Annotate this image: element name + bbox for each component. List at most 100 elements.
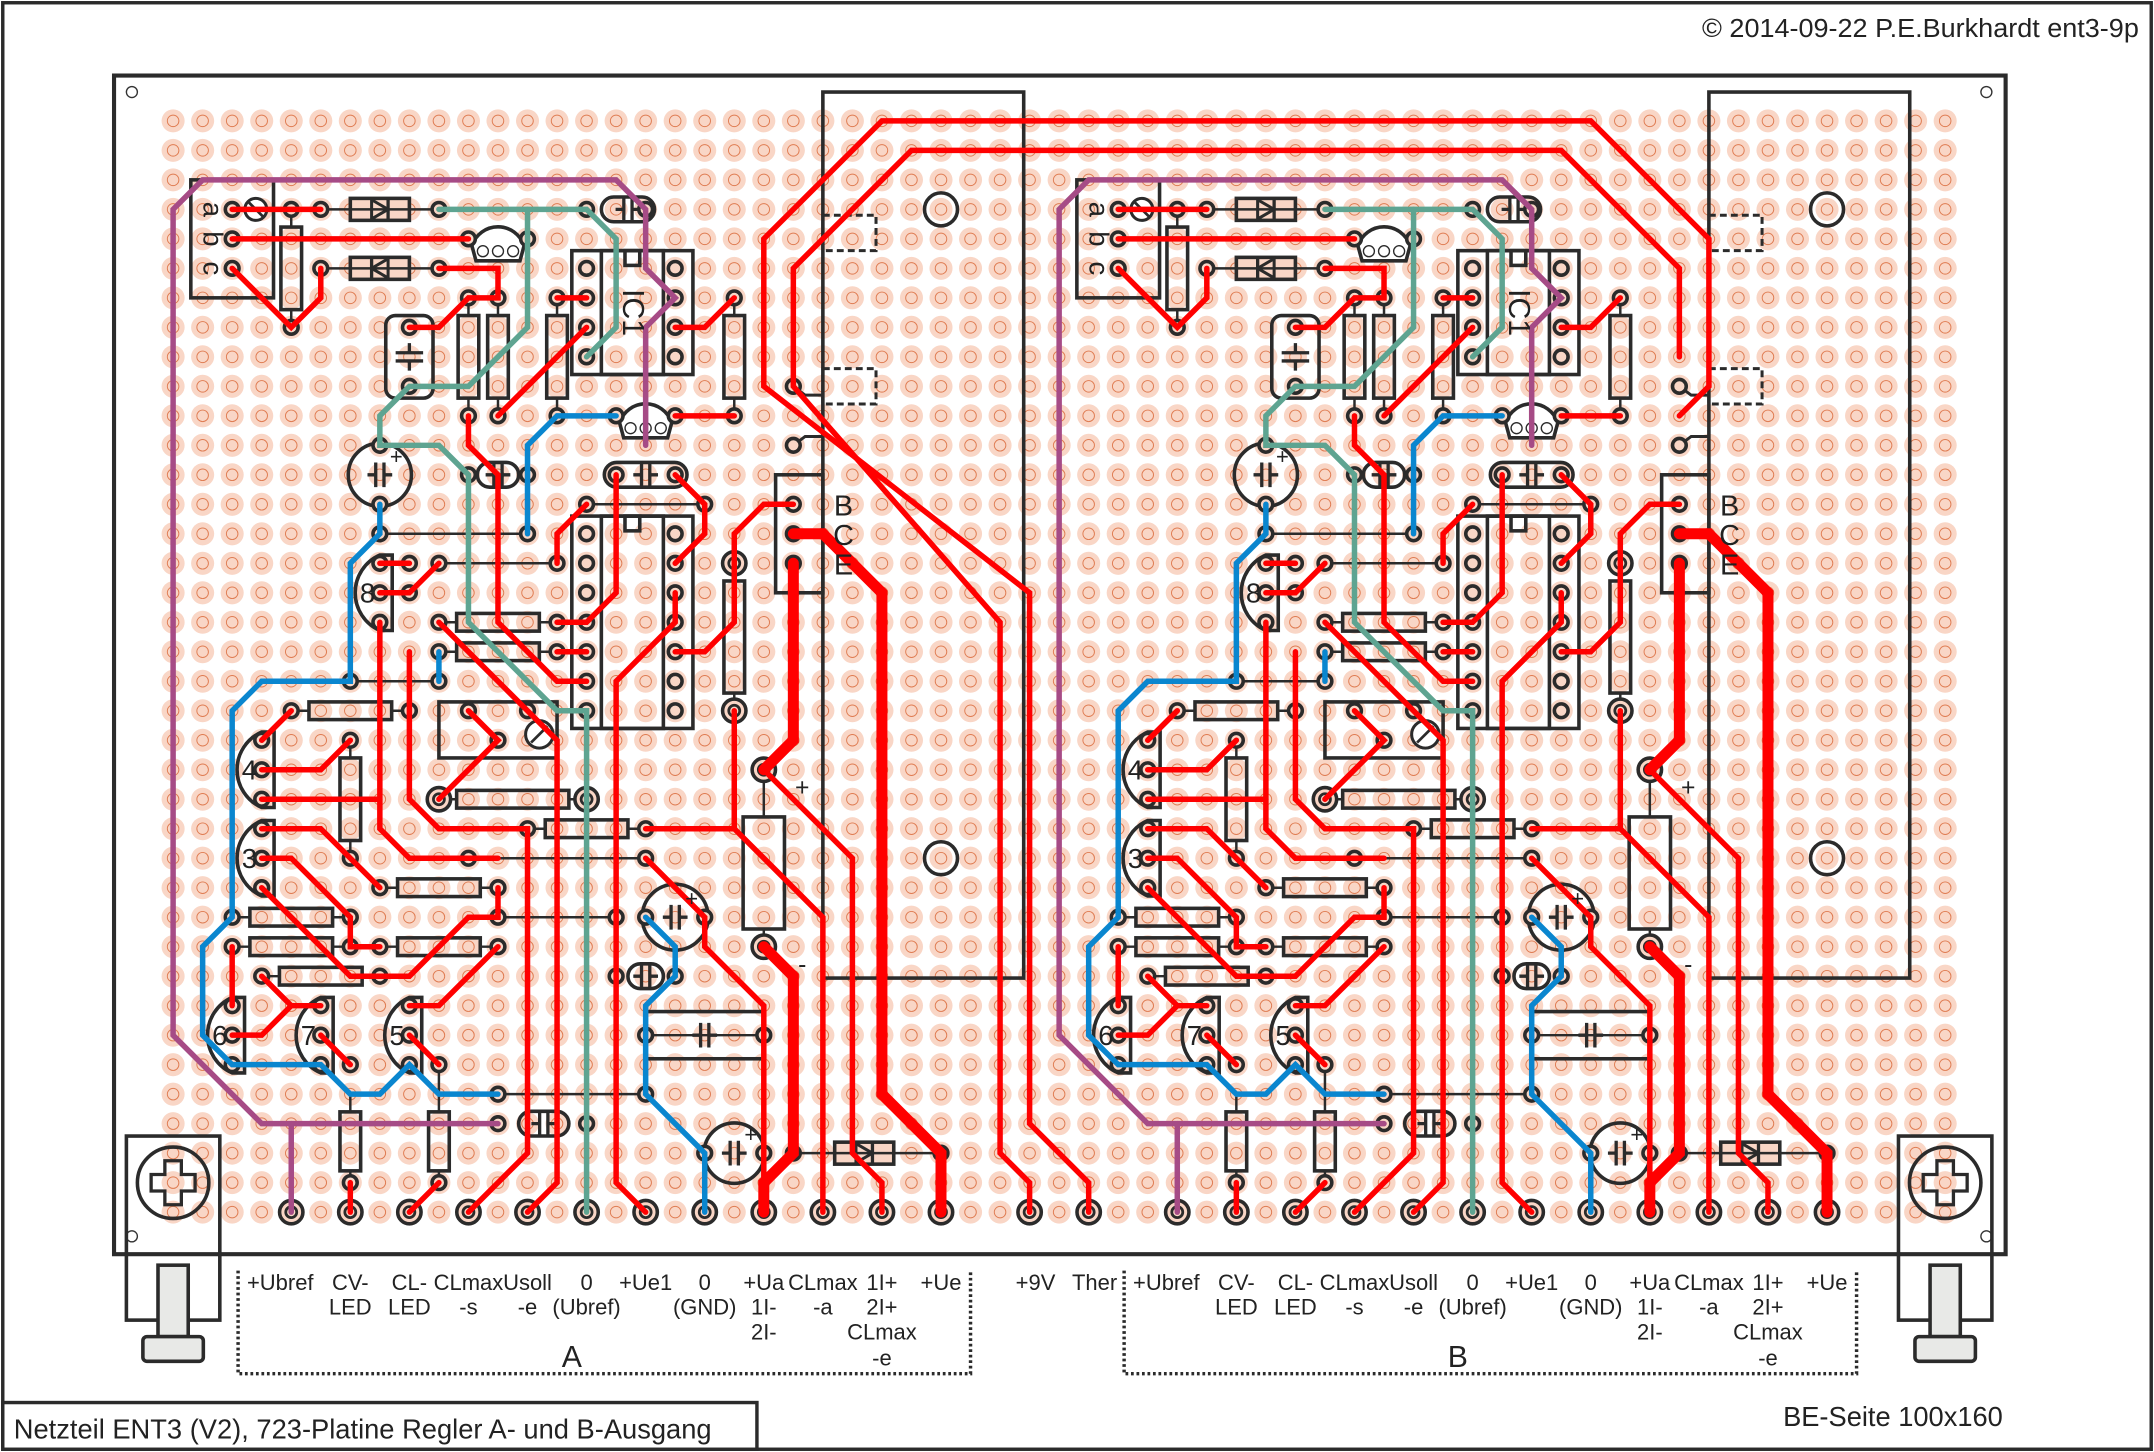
board-hole [1171,1087,1184,1101]
board-hole-pad [1254,1023,1278,1047]
board-hole [1348,733,1361,747]
board-hole [491,144,505,157]
board-hole-pad [1372,433,1396,457]
board-hole [1820,262,1834,275]
board-hole-pad [1933,374,1957,398]
board-hole [875,291,889,305]
board-hole-pad [1638,374,1662,398]
board-hole-pad [1165,492,1189,516]
board-hole [787,144,800,157]
board-hole [1879,203,1893,216]
board-hole-pad [338,758,362,782]
board-hole-pad [191,1082,215,1106]
board-hole [1820,557,1834,570]
board-hole-pad [1756,197,1780,221]
board-hole-pad [427,463,451,487]
board-hole [1082,557,1095,570]
board-hole [846,350,859,364]
board-hole-pad [191,522,215,546]
board-hole-pad [1638,404,1662,428]
board-hole-pad [1726,492,1750,516]
board-hole-pad [161,168,185,192]
board-hole-pad [958,315,983,339]
board-hole-pad [634,935,658,959]
board-hole-pad [1254,286,1278,310]
board-hole [225,1205,239,1219]
board-hole [1850,350,1863,364]
board-hole-pad [1904,463,1928,487]
board-hole [284,557,298,570]
board-hole [1820,792,1834,806]
board-hole [1230,822,1243,835]
board-hole-pad [1815,1053,1839,1077]
board-hole [639,645,652,659]
board-hole [964,203,977,216]
board-hole-pad [250,109,274,133]
board-hole [964,232,977,246]
board-hole-pad [958,345,983,369]
board-hole-pad [1815,433,1839,457]
board-hole [1141,350,1154,364]
board-hole [1850,114,1863,128]
capacitor-plates-icon [721,1140,747,1166]
board-hole-pad [1461,433,1485,457]
board-hole-pad [1874,256,1898,280]
board-hole [1082,616,1095,629]
board-hole-pad [1845,758,1869,782]
board-hole-pad [1165,581,1189,605]
board-hole-pad [220,433,244,457]
board-hole-pad [1726,109,1750,133]
board-hole-pad [220,1112,244,1136]
board-hole [491,439,505,452]
board-hole [698,616,711,629]
board-hole-pad [1047,168,1071,192]
board-hole-pad [1785,138,1810,162]
board-hole-pad [1874,581,1898,605]
board-hole-pad [1638,610,1662,634]
board-hole [1614,350,1627,364]
board-hole [875,527,889,541]
board-hole [1111,321,1125,334]
board-hole [225,1176,239,1189]
board-hole [668,733,682,747]
board-hole [757,881,771,894]
board-hole [225,557,239,570]
board-hole-pad [1579,463,1603,487]
board-hole [1643,468,1657,482]
board-hole-pad [220,463,244,487]
board-hole [1938,321,1952,334]
board-hole [1732,822,1745,835]
board-hole-pad [397,610,421,634]
board-hole [196,203,209,216]
board-hole [993,468,1007,482]
board-hole-pad [1520,787,1544,811]
board-hole-pad [1165,433,1189,457]
board-hole [846,380,859,393]
board-hole-pad [1933,1171,1957,1195]
board-hole-pad [870,522,894,546]
board-hole-pad [1195,728,1219,752]
board-hole [1791,616,1804,629]
board-hole-pad [220,1171,244,1195]
board-hole-pad [279,374,303,398]
board-hole [432,1146,446,1160]
board-hole-pad [1904,168,1928,192]
board-hole [639,1117,652,1130]
board-hole-pad [1874,1112,1898,1136]
board-hole-pad [250,994,274,1018]
board-hole-pad [988,1171,1012,1195]
board-hole-pad [1638,138,1662,162]
board-hole [1584,792,1598,806]
board-hole [934,173,948,187]
board-hole-pad [279,1023,303,1047]
board-hole-pad [1815,197,1839,221]
board-hole [1820,969,1834,983]
board-hole-pad [1904,1023,1928,1047]
board-hole [403,144,416,157]
board-hole [1938,203,1952,216]
board-hole-pad [958,286,983,310]
board-hole [1525,173,1538,187]
board-hole-pad [693,227,717,251]
board-hole-pad [1579,1053,1603,1077]
board-hole [462,645,475,659]
